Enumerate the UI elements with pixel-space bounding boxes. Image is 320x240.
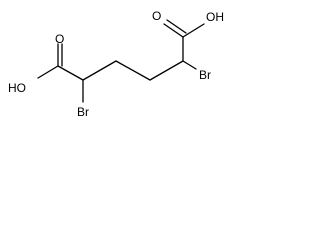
label-br-left: Br	[77, 105, 89, 119]
label-o-left: O	[55, 32, 64, 46]
label-br-right: Br	[199, 68, 211, 82]
bond-c2-c3	[82, 60, 117, 81]
bond-c5-br	[182, 60, 197, 70]
label-oh-left: HO	[8, 81, 26, 95]
label-oh-right: OH	[206, 10, 224, 24]
bond-c6-o-double-a	[163, 23, 184, 38]
label-o-right: O	[152, 9, 161, 23]
bond-c4-c5	[149, 60, 184, 81]
bond-c6-o-double-b	[166, 19, 187, 34]
bond-c1-c2	[57, 65, 84, 81]
structure-diagram: HO O Br O OH Br	[8, 9, 224, 119]
bond-c1-oh	[37, 65, 59, 79]
bond-c6-oh	[182, 23, 205, 38]
bond-c3-c4	[115, 60, 151, 81]
